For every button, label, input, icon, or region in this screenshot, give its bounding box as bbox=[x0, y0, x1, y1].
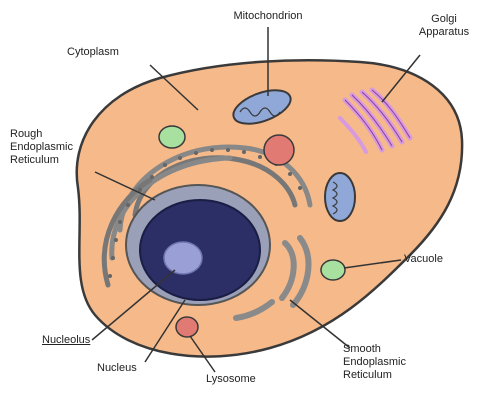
vesicle-green-top bbox=[159, 126, 185, 148]
label-golgi: Golgi Apparatus bbox=[408, 13, 480, 39]
label-ser-line2: Endoplasmic bbox=[343, 356, 406, 369]
label-nucleolus: Nucleolus bbox=[42, 334, 90, 347]
mitochondrion-right bbox=[325, 173, 355, 221]
lysosome bbox=[176, 317, 198, 337]
label-rer-line2: Endoplasmic bbox=[10, 141, 73, 154]
label-golgi-line2: Apparatus bbox=[408, 26, 480, 39]
label-ser-line3: Reticulum bbox=[343, 369, 406, 382]
lysosome-top bbox=[264, 135, 294, 165]
label-rough-er: Rough Endoplasmic Reticulum bbox=[10, 128, 73, 167]
vacuole bbox=[321, 260, 345, 280]
label-lysosome: Lysosome bbox=[206, 373, 256, 386]
label-smooth-er: Smooth Endoplasmic Reticulum bbox=[343, 343, 406, 382]
label-mitochondrion: Mitochondrion bbox=[222, 10, 314, 23]
label-rer-line1: Rough bbox=[10, 128, 73, 141]
label-ser-line1: Smooth bbox=[343, 343, 406, 356]
label-nucleus: Nucleus bbox=[97, 362, 137, 375]
label-vacuole: Vacuole bbox=[404, 253, 443, 266]
label-rer-line3: Reticulum bbox=[10, 154, 73, 167]
label-golgi-line1: Golgi bbox=[408, 13, 480, 26]
nucleolus bbox=[164, 242, 202, 274]
label-cytoplasm: Cytoplasm bbox=[67, 46, 119, 59]
